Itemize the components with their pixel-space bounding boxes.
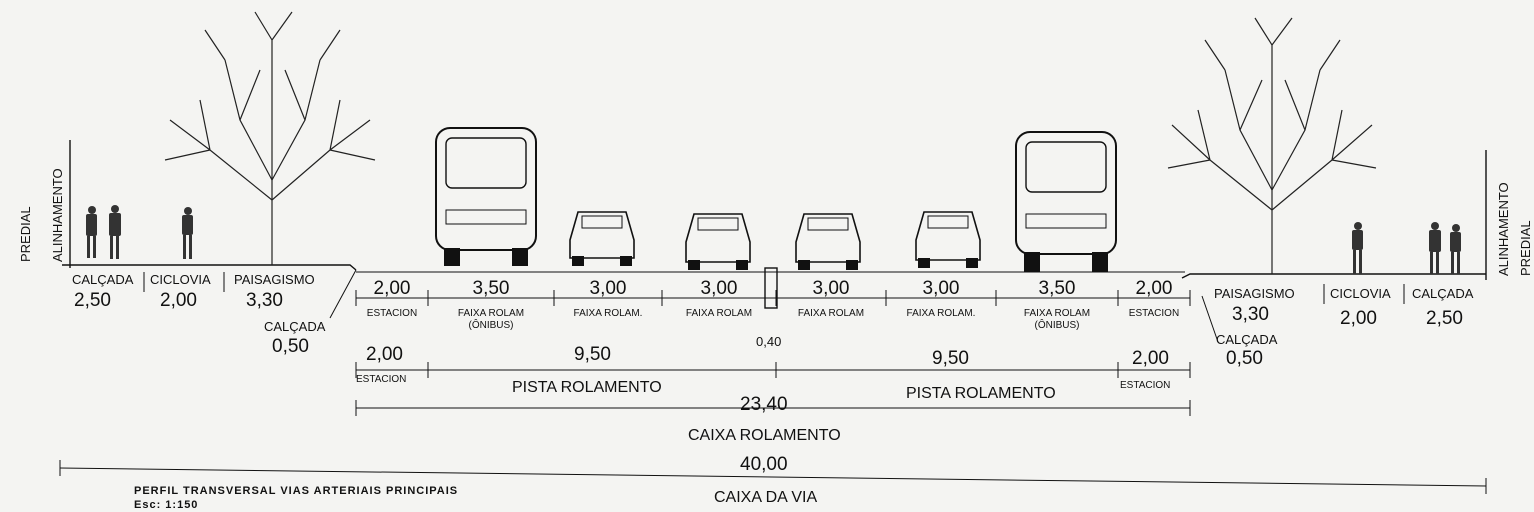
- median-island: [764, 267, 778, 309]
- caixa-via-dimension-line: [59, 467, 1487, 487]
- left-calcada-curb-label: CALÇADA: [264, 319, 326, 334]
- right-ciclovia-label: CICLOVIA: [1330, 286, 1391, 301]
- right-calcada-curb-value: 0,50: [1226, 348, 1263, 369]
- right-tree-icon: [1167, 17, 1377, 274]
- lane-value: 2,00: [374, 278, 411, 299]
- pista-left-label: PISTA ROLAMENTO: [512, 379, 662, 396]
- lane-label: FAIXA ROLAM: [798, 308, 864, 319]
- pedestrian-icon: [1352, 222, 1461, 274]
- car-icon: [685, 213, 751, 270]
- lane-label: ESTACION: [1129, 308, 1179, 319]
- lane-label: FAIXA ROLAM: [458, 308, 524, 319]
- left-paisagismo-value: 3,30: [246, 290, 283, 311]
- right-paisagismo-value: 3,30: [1232, 304, 1269, 325]
- caixa-via-value: 40,00: [740, 454, 788, 475]
- lane-value: 3,50: [473, 278, 510, 299]
- lane-value: 3,00: [923, 278, 960, 299]
- left-paisagismo-label: PAISAGISMO: [234, 272, 315, 287]
- bus-icon: [1015, 131, 1117, 272]
- pista-left-estacion-label: ESTACION: [356, 374, 406, 385]
- left-tree-icon: [164, 11, 376, 265]
- caption-scale: Esc: 1:150: [134, 499, 198, 511]
- right-calcada-curb-label: CALÇADA: [1216, 332, 1278, 347]
- left-ciclovia-label: CICLOVIA: [150, 272, 211, 287]
- left-calcada-value: 2,50: [74, 290, 111, 311]
- car-icon: [795, 213, 861, 270]
- left-calcada-label: CALÇADA: [72, 272, 134, 287]
- lane-value: 3,50: [1039, 278, 1076, 299]
- left-sidewalk-line: [62, 264, 357, 271]
- median-value: 0,40: [756, 334, 781, 349]
- leader-line: [329, 269, 357, 319]
- right-paisagismo-label: PAISAGISMO: [1214, 286, 1295, 301]
- lane-label: ESTACION: [367, 308, 417, 319]
- bus-icon: [435, 127, 537, 266]
- left-calcada-curb-value: 0,50: [272, 336, 309, 357]
- lane-value: 3,00: [813, 278, 850, 299]
- lane-label: FAIXA ROLAM.: [574, 308, 643, 319]
- pista-right-label: PISTA ROLAMENTO: [906, 385, 1056, 402]
- caption-title: PERFIL TRANSVERSAL VIAS ARTERIAIS PRINCI…: [134, 485, 458, 497]
- left-edge-line2: ALINHAMENTO: [50, 168, 65, 262]
- right-edge-line2: PREDIAL: [1518, 220, 1533, 276]
- right-calcada-value: 2,50: [1426, 308, 1463, 329]
- leader-line: [1201, 295, 1219, 343]
- lane-label: FAIXA ROLAM: [1024, 308, 1090, 319]
- caixa-via-label: CAIXA DA VIA: [714, 489, 817, 506]
- lane-sublabel: (ÔNIBUS): [469, 318, 514, 331]
- right-edge-line1: ALINHAMENTO: [1496, 182, 1511, 276]
- left-ciclovia-value: 2,00: [160, 290, 197, 311]
- lane-value: 3,00: [590, 278, 627, 299]
- caixa-rolamento-value: 23,40: [740, 394, 788, 415]
- lane-sublabel: (ÔNIBUS): [1035, 318, 1080, 331]
- left-edge-line1: PREDIAL: [18, 206, 33, 262]
- right-calcada-label: CALÇADA: [1412, 286, 1474, 301]
- pista-left-estacion-value: 2,00: [366, 344, 403, 365]
- pista-right-estacion-label: ESTACION: [1120, 380, 1170, 391]
- pista-right-value: 9,50: [932, 348, 969, 369]
- lane-label: FAIXA ROLAM: [686, 308, 752, 319]
- lane-value: 3,00: [701, 278, 738, 299]
- right-ciclovia-value: 2,00: [1340, 308, 1377, 329]
- car-icon: [569, 211, 635, 266]
- car-icon: [915, 211, 981, 268]
- right-sidewalk-line: [1181, 273, 1486, 279]
- pista-left-value: 9,50: [574, 344, 611, 365]
- lane-label: FAIXA ROLAM.: [907, 308, 976, 319]
- lane-value: 2,00: [1136, 278, 1173, 299]
- pista-right-estacion-value: 2,00: [1132, 348, 1169, 369]
- caixa-rolamento-label: CAIXA ROLAMENTO: [688, 427, 841, 444]
- pedestrian-icon: [86, 205, 193, 259]
